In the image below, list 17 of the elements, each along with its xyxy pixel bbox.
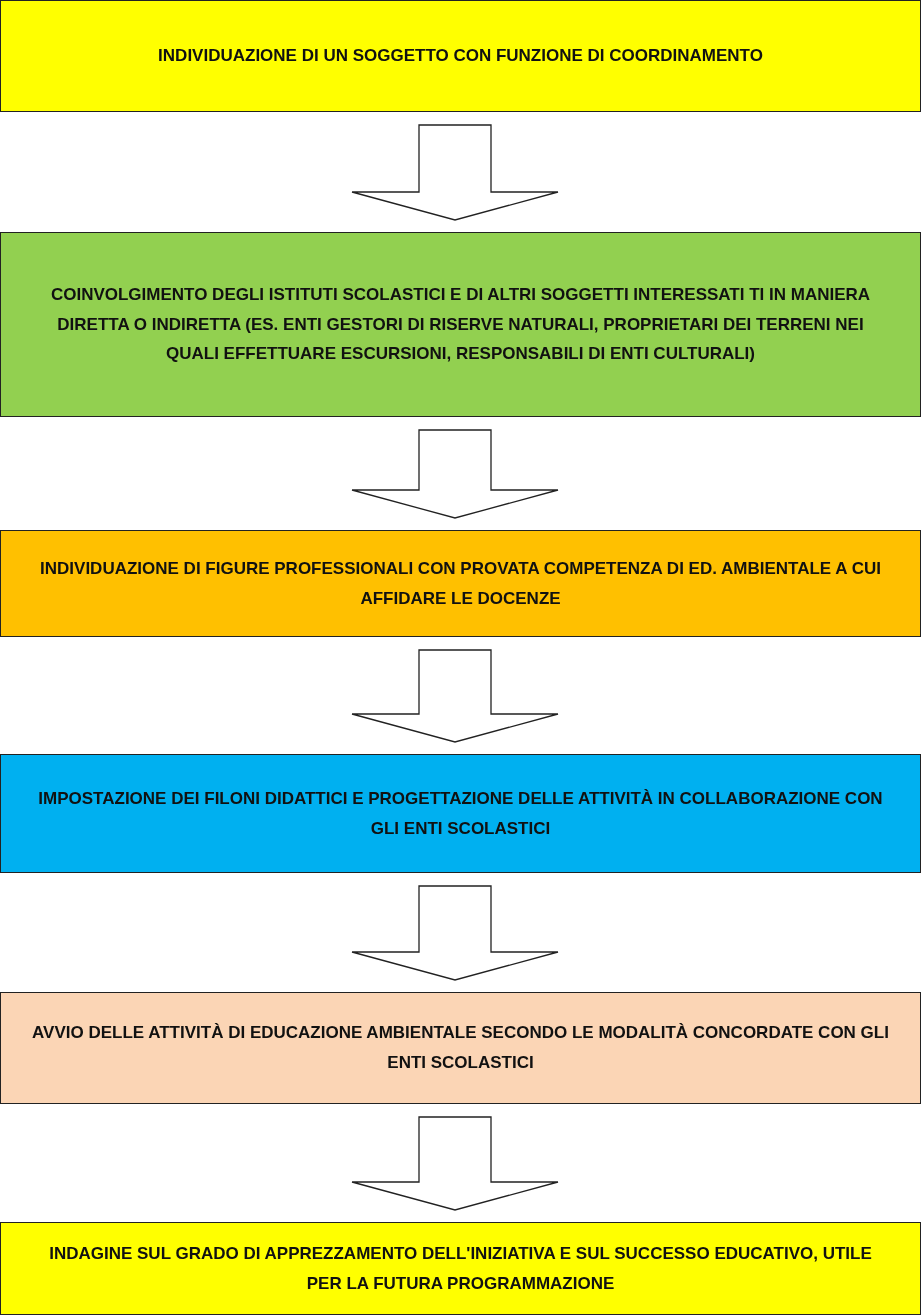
- block-arrow: [351, 124, 559, 221]
- step-text: INDAGINE SUL GRADO DI APPREZZAMENTO DELL'INIZIATIVA E SUL SUCCESSO EDUCATIVO, UTILE PER LA FUTURA PROGRAMMAZIONE: [48, 1242, 873, 1295]
- step-text: IMPOSTAZIONE DEI FILONI DIDATTICI E PROGETTAZIONE DELLE ATTIVITÀ IN COLLABORAZIONE CON GLI ENTI SCOLASTICI: [37, 787, 884, 840]
- process-box: [0, 1222, 921, 1315]
- process-box: [0, 530, 921, 637]
- process-box: [0, 232, 921, 417]
- block-arrow: [351, 649, 559, 743]
- step-text: INDIVIDUAZIONE DI UN SOGGETTO CON FUNZIONE DI COORDINAMENTO: [158, 45, 763, 68]
- process-box: [0, 992, 921, 1104]
- block-arrow: [351, 885, 559, 981]
- process-box: [0, 0, 921, 112]
- step-text: AVVIO DELLE ATTIVITÀ DI EDUCAZIONE AMBIENTALE SECONDO LE MODALITÀ CONCORDATE CON GLI ENTI SCOLASTICI: [31, 1022, 890, 1074]
- step-text: INDIVIDUAZIONE DI FIGURE PROFESSIONALI CON PROVATA COMPETENZA DI ED. AMBIENTALE A CUI AFFIDARE LE DOCENZE: [39, 557, 882, 610]
- process-box: [0, 754, 921, 873]
- block-arrow: [351, 1116, 559, 1211]
- block-arrow: [351, 429, 559, 519]
- step-text: COINVOLGIMENTO DEGLI ISTITUTI SCOLASTICI E DI ALTRI SOGGETTI INTERESSATI TI IN MANIERA DIRETTA O INDIRETTA (ES. ENTI GESTORI DI RISERVE NATURALI, PROPRIETARI DEI TERRENI NEI QUALI EFFETTUARE ESCURSIONI, RESPONSABILI DI ENTI CULTURALI): [49, 283, 872, 366]
